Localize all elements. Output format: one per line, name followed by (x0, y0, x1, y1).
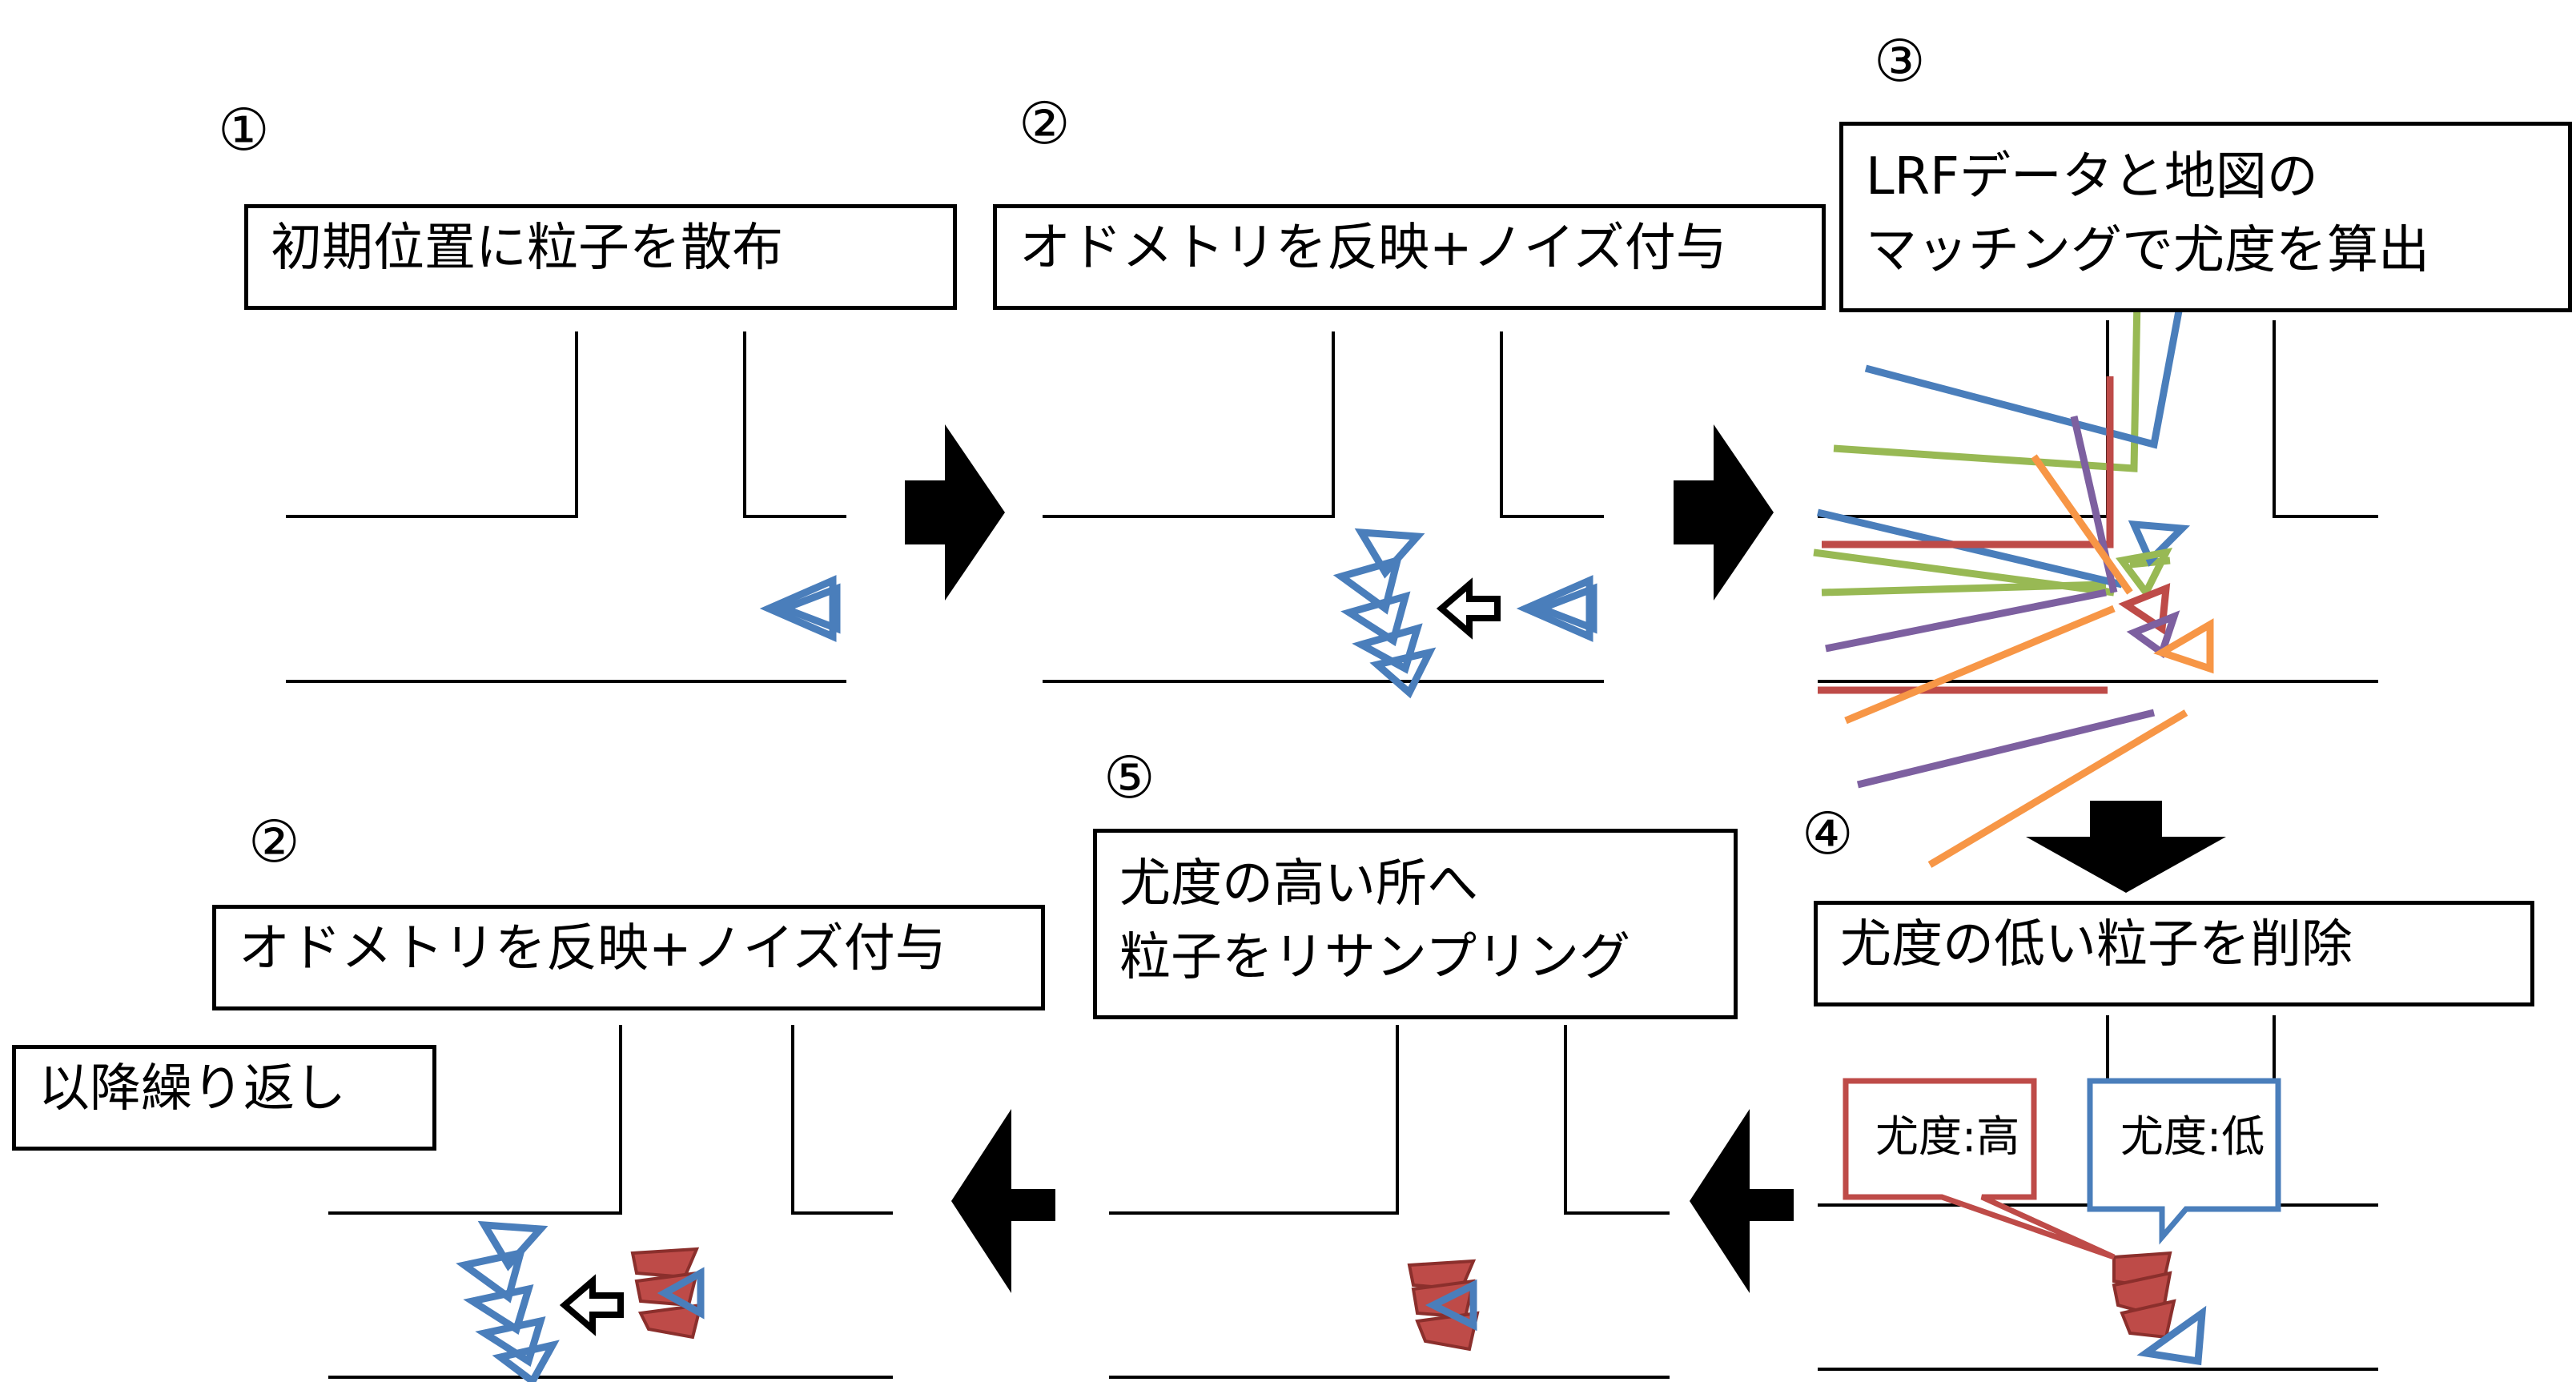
step-number-3: ③ (1874, 27, 1926, 94)
flow-arrow-right-1 (905, 424, 1005, 601)
callout-low-likelihood (2087, 1078, 2281, 1245)
particles-panel-1 (759, 575, 841, 642)
particles-panel-6 (456, 1220, 705, 1382)
particles-panel-4 (2112, 1251, 2207, 1366)
step-6-label: オドメトリを反映+ノイズ付与 (212, 905, 1045, 1010)
flow-arrow-down (2026, 801, 2226, 893)
map-panel-1 (286, 331, 846, 683)
map-panel-2 (1043, 331, 1604, 683)
map-panel-5 (1109, 1025, 1670, 1379)
step-number-1: ① (218, 96, 270, 163)
callout-high-text: 尤度:高 (1875, 1111, 2020, 1162)
repeat-label: 以降繰り返し (12, 1045, 436, 1151)
particles-panel-3 (2116, 520, 2214, 674)
odometry-arrow-icon-1 (1436, 577, 1501, 640)
step-3-label: LRFデータと地図の マッチングで尤度を算出 (1839, 122, 2572, 312)
step-5-label-line-2: 粒子をリサンプリング (1119, 928, 1631, 987)
step-3-label-line-2: マッチングで尤度を算出 (1866, 221, 2429, 280)
callout-high-likelihood (1843, 1078, 2116, 1260)
step-number-6: ② (248, 808, 300, 875)
flow-arrow-right-2 (1674, 424, 1774, 601)
step-4-label: 尤度の低い粒子を削除 (1814, 901, 2534, 1006)
flow-arrow-left-1 (1690, 1109, 1794, 1293)
flow-arrow-left-2 (951, 1109, 1055, 1293)
step-5-label: 尤度の高い所へ 粒子をリサンプリング (1093, 829, 1738, 1019)
step-number-4: ④ (1802, 800, 1854, 867)
step-1-label: 初期位置に粒子を散布 (244, 204, 957, 310)
step-5-label-line-1: 尤度の高い所へ (1119, 854, 1478, 914)
step-2-label: オドメトリを反映+ノイズ付与 (993, 204, 1826, 310)
particles-panel-2 (1332, 528, 1597, 699)
map-panel-6 (328, 1025, 893, 1379)
particles-panel-5 (1407, 1259, 1480, 1352)
step-3-label-line-1: LRFデータと地図の (1866, 147, 2318, 207)
step-number-5: ⑤ (1103, 744, 1155, 811)
odometry-arrow-icon-2 (559, 1274, 624, 1336)
lrf-rays-panel-3 (1813, 255, 2190, 868)
callout-low-text: 尤度:低 (2120, 1111, 2265, 1162)
step-number-2: ② (1019, 90, 1071, 157)
